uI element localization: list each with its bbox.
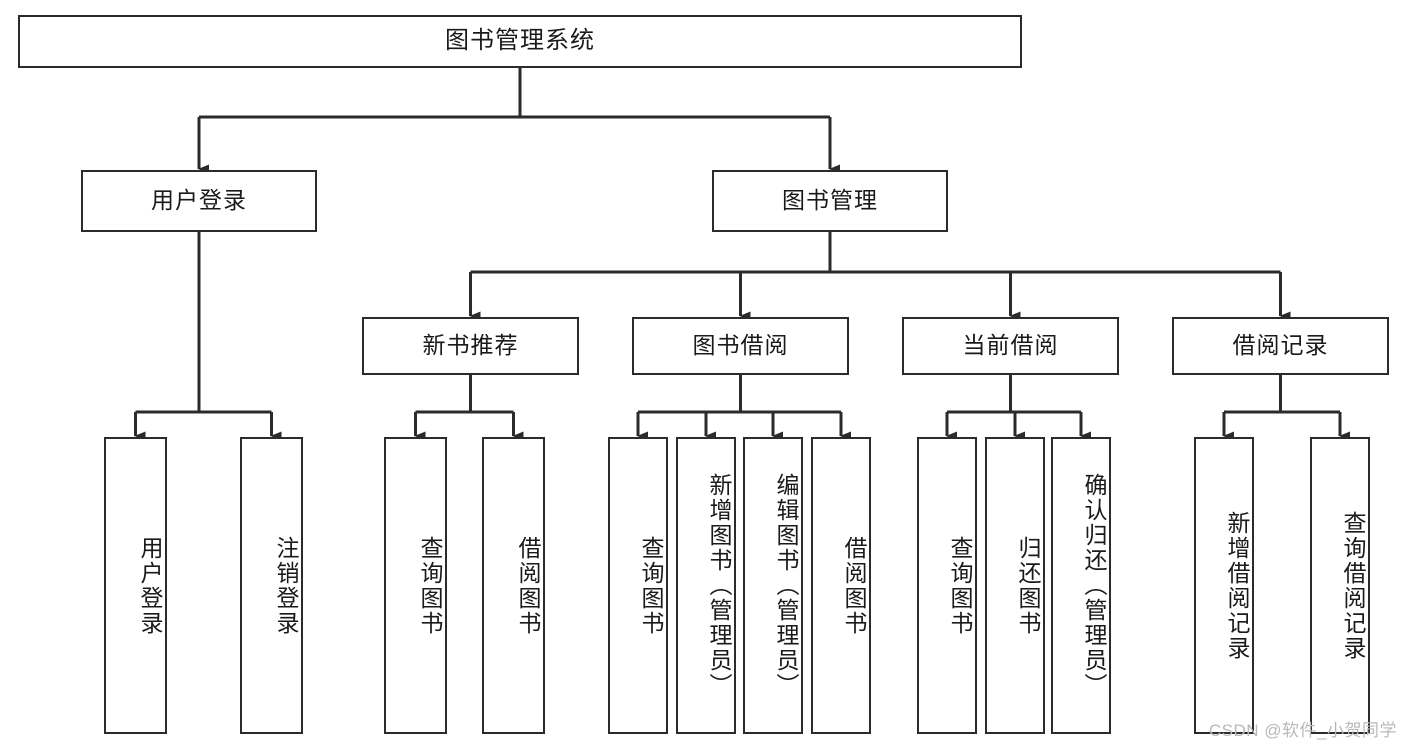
node-leaf-edit-book-label: 编辑图书（管理员） <box>773 473 799 698</box>
node-leaf-query-book-current[interactable]: 查询图书 <box>917 437 977 734</box>
node-leaf-add-book-label: 新增图书（管理员） <box>706 473 732 698</box>
node-new-book-recommend-label: 新书推荐 <box>422 332 519 359</box>
tree-connectors <box>134 68 1350 441</box>
node-borrow-record[interactable]: 借阅记录 <box>1172 317 1389 375</box>
node-leaf-edit-book[interactable]: 编辑图书（管理员） <box>743 437 803 734</box>
node-root-label: 图书管理系统 <box>445 27 595 55</box>
node-book-management[interactable]: 图书管理 <box>712 170 948 232</box>
node-leaf-user-logout-label: 注销登录 <box>273 535 299 636</box>
node-leaf-query-borrow-record[interactable]: 查询借阅记录 <box>1310 437 1370 734</box>
node-root[interactable]: 图书管理系统 <box>18 15 1022 68</box>
node-current-borrow[interactable]: 当前借阅 <box>902 317 1119 375</box>
node-leaf-query-borrow-record-label: 查询借阅记录 <box>1340 510 1366 661</box>
node-leaf-borrow-book-label: 借阅图书 <box>841 535 867 636</box>
node-leaf-user-login[interactable]: 用户登录 <box>104 437 167 734</box>
node-user-login[interactable]: 用户登录 <box>81 170 317 232</box>
node-leaf-query-book-borrow-label: 查询图书 <box>638 535 664 636</box>
node-leaf-query-book-recommend[interactable]: 查询图书 <box>384 437 447 734</box>
node-leaf-user-logout[interactable]: 注销登录 <box>240 437 303 734</box>
node-leaf-borrow-book-recommend[interactable]: 借阅图书 <box>482 437 545 734</box>
node-book-management-label: 图书管理 <box>782 187 878 214</box>
node-book-borrow-label: 图书借阅 <box>692 332 789 359</box>
node-leaf-add-borrow-record[interactable]: 新增借阅记录 <box>1194 437 1254 734</box>
node-leaf-query-book-current-label: 查询图书 <box>947 535 973 636</box>
node-leaf-query-book-borrow[interactable]: 查询图书 <box>608 437 668 734</box>
node-leaf-return-book[interactable]: 归还图书 <box>985 437 1045 734</box>
node-leaf-query-book-recommend-label: 查询图书 <box>417 535 443 636</box>
node-current-borrow-label: 当前借阅 <box>962 332 1059 359</box>
node-leaf-borrow-book-recommend-label: 借阅图书 <box>515 535 541 636</box>
csdn-watermark: CSDN @软件_小贺同学 <box>1208 721 1397 740</box>
node-new-book-recommend[interactable]: 新书推荐 <box>362 317 579 375</box>
node-leaf-add-book[interactable]: 新增图书（管理员） <box>676 437 736 734</box>
node-leaf-confirm-return-label: 确认归还（管理员） <box>1081 473 1107 698</box>
node-leaf-user-login-label: 用户登录 <box>137 535 163 636</box>
node-user-login-label: 用户登录 <box>151 187 247 214</box>
node-leaf-add-borrow-record-label: 新增借阅记录 <box>1224 510 1250 661</box>
node-leaf-return-book-label: 归还图书 <box>1015 535 1041 636</box>
node-leaf-confirm-return[interactable]: 确认归还（管理员） <box>1051 437 1111 734</box>
node-borrow-record-label: 借阅记录 <box>1232 332 1329 359</box>
node-leaf-borrow-book[interactable]: 借阅图书 <box>811 437 871 734</box>
node-book-borrow[interactable]: 图书借阅 <box>632 317 849 375</box>
